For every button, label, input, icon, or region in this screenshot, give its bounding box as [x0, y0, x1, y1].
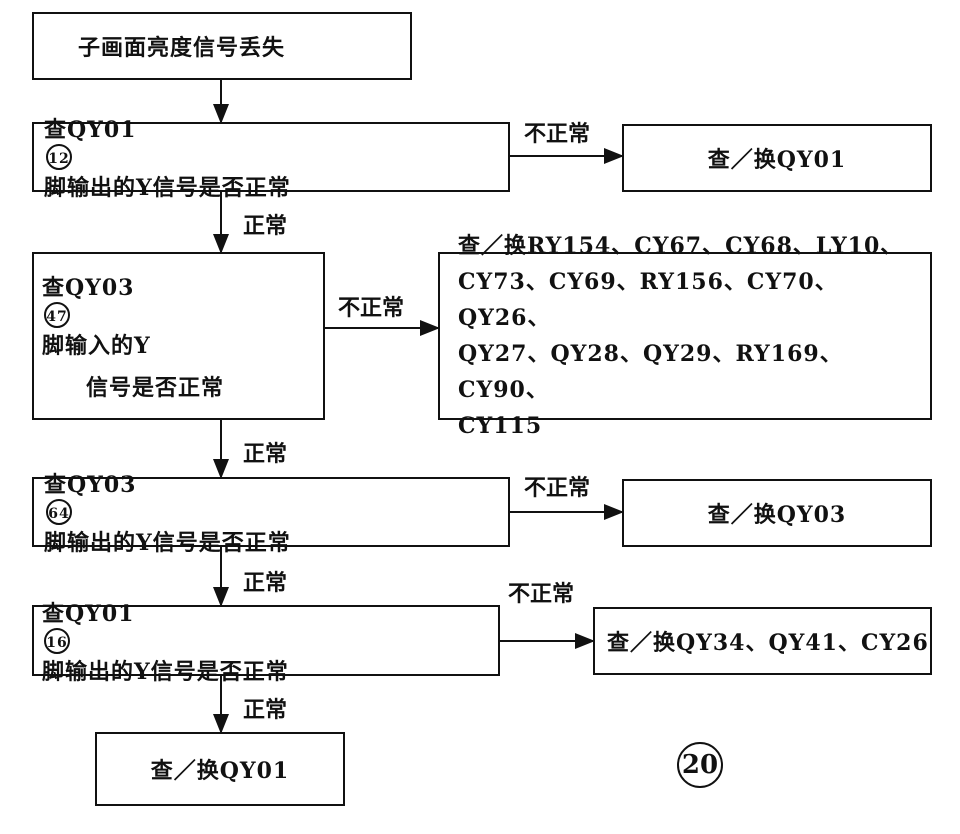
step3-pre: 查QY03	[44, 472, 137, 498]
step3-fail-text: 查／换QY03	[707, 502, 847, 528]
label-abnormal-3: 不正常	[524, 475, 591, 501]
label-abnormal-2: 不正常	[338, 295, 405, 321]
step1-post: 脚输出的Y信号是否正常	[44, 175, 291, 201]
step3-pin-badge: 64	[46, 499, 72, 525]
step2-post-line1: 脚输入的Y	[42, 333, 151, 359]
step1-pre: 查QY01	[44, 117, 137, 143]
step2-fail-line: CY115	[458, 413, 543, 439]
step1-fail-text: 查／换QY01	[707, 147, 847, 173]
step4-post: 脚输出的Y信号是否正常	[42, 658, 289, 685]
label-normal-2: 正常	[243, 441, 288, 467]
step2-fail-box: 查／换RY154、CY67、CY68、LY10、 CY73、CY69、RY156…	[438, 233, 932, 439]
step4-fail-box: 查／换QY34、QY41、CY26	[593, 607, 932, 675]
step4-pre: 查QY01	[42, 600, 135, 627]
label-normal-3: 正常	[243, 570, 288, 596]
step2-post-line2: 信号是否正常	[86, 375, 225, 401]
label-normal-1: 正常	[243, 213, 288, 239]
label-abnormal-1: 不正常	[524, 121, 591, 147]
step1-fail-box: 查／换QY01	[622, 124, 932, 192]
end-text: 查／换QY01	[150, 758, 290, 784]
page-number: 20	[677, 742, 723, 788]
step1-pin-badge: 12	[46, 144, 72, 170]
label-normal-4: 正常	[243, 697, 288, 723]
label-abnormal-4: 不正常	[508, 581, 575, 607]
step3-post: 脚输出的Y信号是否正常	[44, 530, 291, 556]
start-box: 子画面亮度信号丢失	[32, 12, 412, 80]
step2-pre: 查QY03	[42, 275, 135, 301]
step2-fail-line: 查／换RY154、CY67、CY68、LY10、	[458, 233, 904, 259]
step3-fail-box: 查／换QY03	[622, 479, 932, 547]
start-text: 子画面亮度信号丢失	[78, 35, 286, 61]
step2-fail-line: QY27、QY28、QY29、RY169、CY90、	[458, 341, 843, 403]
step2-pin-badge: 47	[44, 302, 70, 328]
step2-fail-line: CY73、CY69、RY156、CY70、QY26、	[458, 269, 838, 331]
step4-fail-text: 查／换QY34、QY41、CY26	[607, 630, 929, 656]
step4-pin-badge: 16	[44, 627, 70, 654]
end-box: 查／换QY01	[95, 732, 345, 806]
